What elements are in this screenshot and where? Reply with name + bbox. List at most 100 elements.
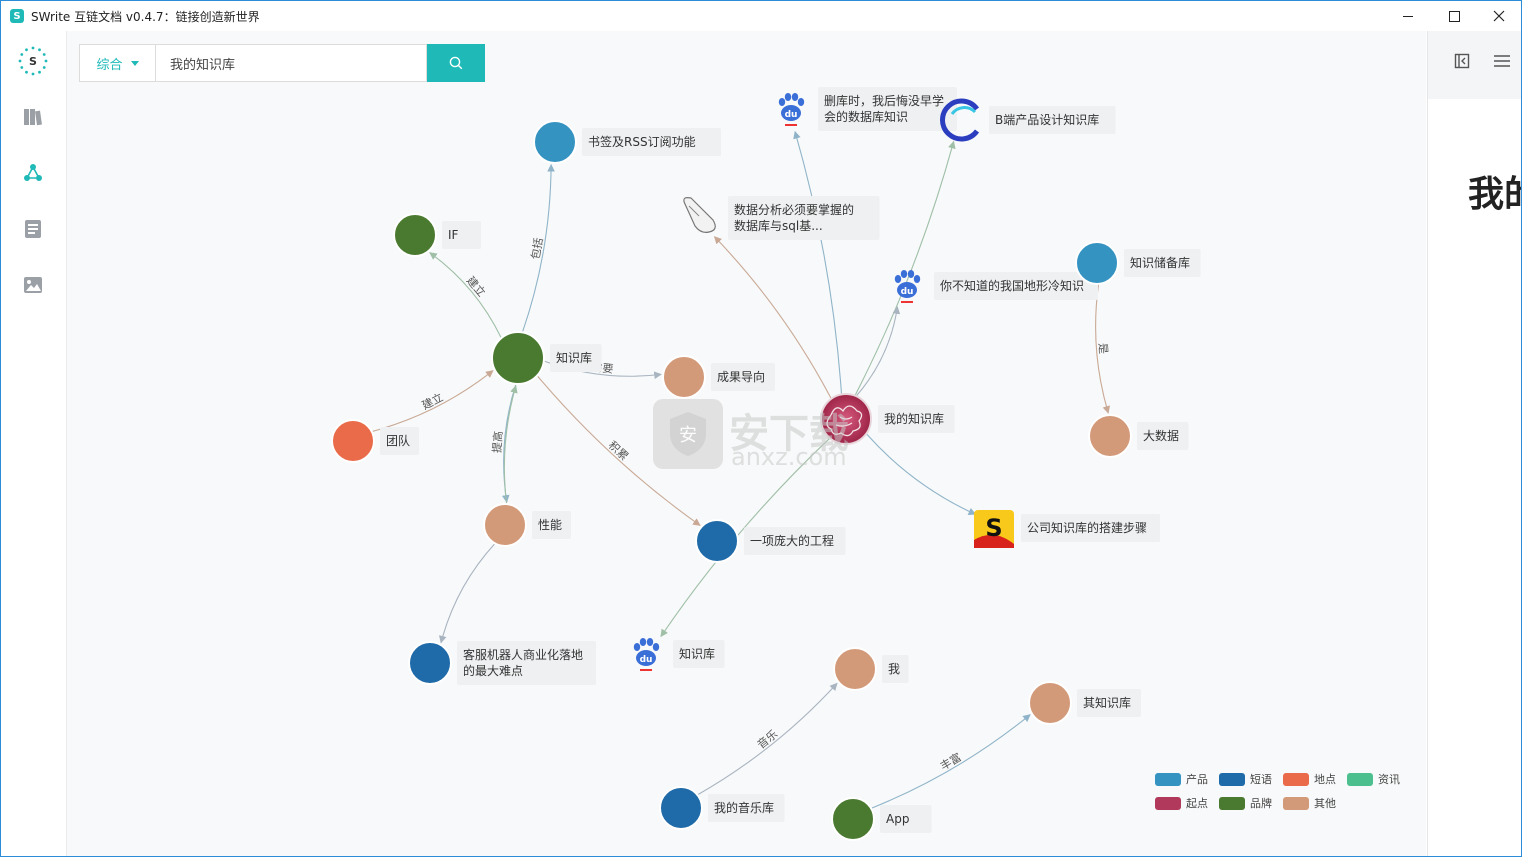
graph-node-label: 我	[888, 662, 900, 676]
close-button[interactable]	[1476, 1, 1521, 31]
graph-edge-label: 提高	[490, 430, 506, 453]
detail-panel: 我的	[1427, 31, 1521, 856]
graph-node-label-bg	[582, 128, 721, 156]
graph-node-label-bg	[818, 87, 957, 131]
library-icon	[24, 109, 42, 126]
graph-node-company[interactable]: S 公司知识库的搭建步骤	[974, 510, 1160, 548]
graph-node-mykb[interactable]: 我的知识库	[820, 393, 955, 445]
nav-graph[interactable]	[17, 157, 49, 189]
svg-text:S: S	[985, 514, 1002, 542]
collapse-left-icon	[1454, 53, 1470, 69]
graph-node-robot[interactable]: 客服机器人商业化落地的最大难点	[408, 641, 596, 685]
graph-node-label: 成果导向	[717, 369, 765, 384]
graph-node-app[interactable]: App	[831, 797, 932, 841]
graph-node-kb1[interactable]: 知识库	[491, 331, 602, 385]
legend-item[interactable]: 其他	[1283, 795, 1336, 811]
graph-edge-label: 丰富	[938, 750, 964, 773]
image-icon	[24, 277, 42, 293]
graph-node-me[interactable]: 我	[833, 647, 909, 691]
legend-item[interactable]: 起点	[1155, 795, 1208, 811]
graph-node-music[interactable]: 我的音乐库	[659, 786, 785, 830]
graph-node-label-bg	[1137, 422, 1189, 450]
legend-item[interactable]: 品牌	[1219, 795, 1272, 811]
graph-node-label: 知识库	[679, 646, 715, 661]
legend-swatch	[1347, 772, 1373, 786]
watermark-text: 安下载	[729, 411, 849, 457]
legend-label: 品牌	[1250, 797, 1272, 810]
graph-edge	[521, 163, 555, 333]
swrite-logo-icon: S	[18, 46, 48, 76]
search-scope-select[interactable]: 综合	[79, 44, 155, 82]
graph-node-label: 性能	[538, 518, 562, 532]
legend-item[interactable]: 资讯	[1347, 771, 1400, 787]
graph-node-if[interactable]: IF	[393, 213, 481, 257]
graph-edge	[854, 140, 956, 396]
title-bar[interactable]: S SWrite 互链文档 v0.4.7：链接创造新世界	[1, 1, 1521, 31]
graph-node-label: 知识储备库	[1130, 255, 1190, 270]
svg-text:S: S	[29, 55, 37, 68]
graph-edge	[793, 130, 843, 394]
minimize-button[interactable]	[1385, 1, 1431, 31]
collapse-panel-button[interactable]	[1452, 51, 1472, 71]
legend-item[interactable]: 产品	[1155, 771, 1208, 787]
legend-swatch	[1283, 772, 1309, 786]
graph-node-label: 知识库	[556, 350, 592, 365]
close-icon	[1493, 10, 1505, 22]
graph-node-label-bg	[711, 363, 775, 391]
graph-edge-label: 包括	[528, 236, 546, 260]
graph-node-team[interactable]: 团队	[331, 419, 419, 463]
nav-documents[interactable]	[17, 213, 49, 245]
graph-icon	[24, 164, 42, 181]
graph-node-label-bg	[457, 641, 596, 685]
graph-node-bproduct[interactable]: B端产品设计知识库	[940, 98, 1116, 142]
graph-edge-label: 音乐	[754, 727, 780, 752]
outline-button[interactable]	[1492, 51, 1512, 71]
app-logo[interactable]: S	[17, 45, 49, 77]
legend-swatch	[1155, 796, 1181, 810]
graph-node-perf[interactable]: 性能	[483, 503, 571, 547]
graph-node-kb2[interactable]: du 知识库	[633, 638, 725, 671]
graph-node-bookmark[interactable]: 书签及RSS订阅功能	[533, 120, 721, 164]
graph-node-label: 大数据	[1143, 428, 1179, 443]
search-scope-value: 综合	[96, 57, 123, 73]
graph-node-bigproject[interactable]: 一项庞大的工程	[695, 519, 846, 563]
graph-node-label-bg	[1021, 514, 1160, 542]
graph-node-label: 团队	[386, 433, 410, 448]
graph-edge	[870, 714, 1031, 809]
graph-edge	[697, 682, 838, 796]
legend-swatch	[1283, 796, 1309, 810]
graph-node-bigdata[interactable]: 大数据	[1088, 414, 1189, 458]
graph-node-itskb[interactable]: 其知识库	[1028, 681, 1141, 725]
graph-node-label: 公司知识库的搭建步骤	[1027, 520, 1147, 535]
legend-label: 其他	[1314, 797, 1336, 810]
sidebar: S	[1, 31, 67, 856]
graph-node-label-bg	[442, 221, 481, 249]
search-button[interactable]	[427, 44, 485, 82]
graph-node-sql[interactable]: 数据分析必须要掌握的数据库与sql基...	[683, 196, 880, 240]
legend-item[interactable]: 地点	[1283, 771, 1336, 787]
knowledge-graph[interactable]: 包括建立建立需要提高积累是音乐丰富 书签及RSS订阅功能IF知识库团队成果导向性…	[67, 31, 1426, 856]
graph-edge-label: 积累	[606, 439, 631, 463]
graph-node-label-bg	[878, 405, 955, 433]
graph-node-label: 你不知道的我国地形冷知识	[940, 278, 1084, 293]
maximize-button[interactable]	[1431, 1, 1477, 31]
legend-swatch	[1155, 772, 1181, 786]
graph-node-storage[interactable]: 知识储备库	[1075, 241, 1201, 285]
detail-title: 我的	[1468, 174, 1521, 215]
legend-item[interactable]: 短语	[1219, 771, 1272, 787]
nav-library[interactable]	[17, 101, 49, 133]
graph-node-label-bg	[880, 805, 932, 833]
watermark-glyph: 安	[679, 425, 697, 446]
graph-node-label: IF	[448, 228, 459, 242]
graph-node-label-bg	[1124, 249, 1201, 277]
graph-node-result[interactable]: 成果导向	[662, 355, 775, 399]
svg-text:du: du	[640, 655, 653, 665]
legend-label: 起点	[1186, 797, 1208, 810]
nav-images[interactable]	[17, 269, 49, 301]
search-input[interactable]: 我的知识库	[155, 44, 427, 82]
graph-node-label: 我的音乐库	[714, 800, 774, 815]
